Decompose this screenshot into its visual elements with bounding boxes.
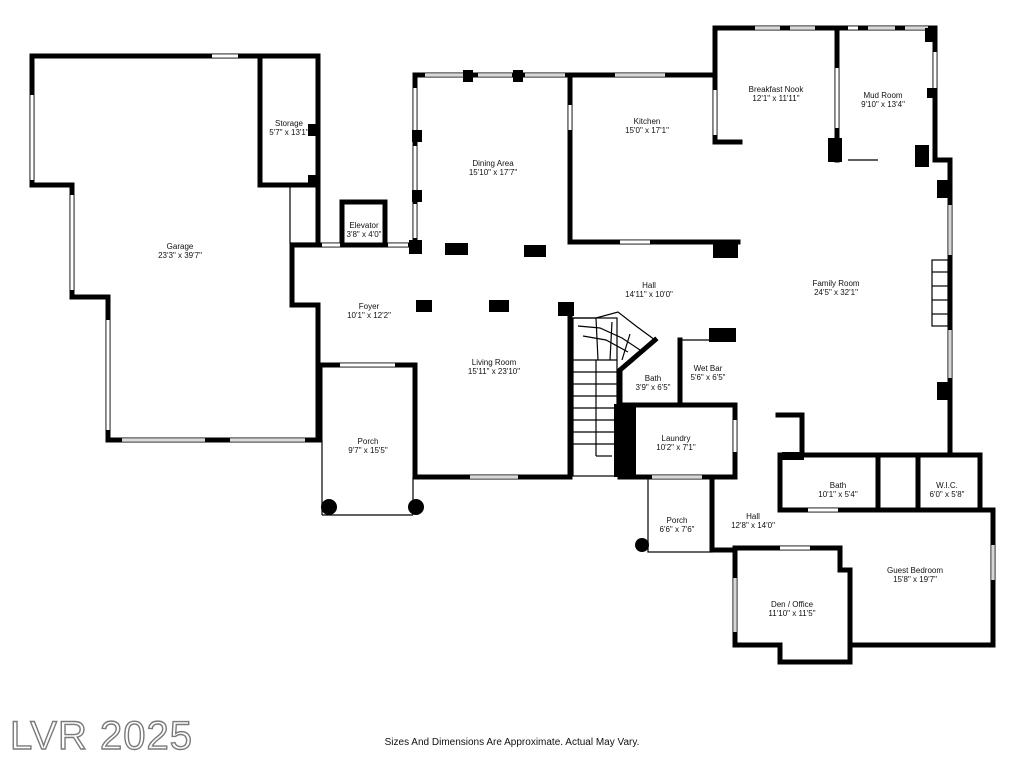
svg-text:9'10" x 13'4": 9'10" x 13'4" — [861, 100, 905, 109]
svg-text:Guest Bedroom: Guest Bedroom — [887, 566, 943, 575]
svg-text:10'1" x 12'2": 10'1" x 12'2" — [347, 311, 391, 320]
svg-text:Dining Area: Dining Area — [472, 159, 514, 168]
svg-text:5'7" x 13'1": 5'7" x 13'1" — [269, 128, 309, 137]
walls — [29, 25, 996, 665]
svg-text:3'9" x 6'5": 3'9" x 6'5" — [636, 383, 671, 392]
svg-text:Bath: Bath — [645, 374, 661, 383]
svg-text:Mud Room: Mud Room — [863, 91, 902, 100]
svg-text:Storage: Storage — [275, 119, 304, 128]
svg-text:Den / Office: Den / Office — [771, 600, 814, 609]
columns — [308, 28, 950, 552]
svg-text:Breakfast Nook: Breakfast Nook — [749, 85, 805, 94]
stair-wall — [614, 404, 636, 477]
svg-text:Porch: Porch — [358, 437, 379, 446]
room-wic: W.I.C.6'0" x 5'8" — [930, 481, 965, 499]
svg-text:3'8" x 4'0": 3'8" x 4'0" — [347, 230, 382, 239]
svg-text:12'1" x 11'11": 12'1" x 11'11" — [752, 94, 799, 103]
svg-text:15'0" x 17'1": 15'0" x 17'1" — [625, 126, 669, 135]
svg-text:Elevator: Elevator — [349, 221, 379, 230]
svg-text:15'10" x 17'7": 15'10" x 17'7" — [469, 168, 517, 177]
svg-text:9'7" x 15'5": 9'7" x 15'5" — [348, 446, 388, 455]
windows — [30, 26, 995, 632]
svg-text:10'2" x 7'1": 10'2" x 7'1" — [656, 443, 696, 452]
svg-text:Living Room: Living Room — [472, 358, 517, 367]
svg-text:Wet Bar: Wet Bar — [694, 364, 723, 373]
disclaimer-text: Sizes And Dimensions Are Approximate. Ac… — [384, 737, 640, 748]
staircase — [572, 311, 656, 477]
svg-text:15'8" x 19'7": 15'8" x 19'7" — [893, 575, 937, 584]
svg-text:12'8" x 14'0": 12'8" x 14'0" — [731, 521, 775, 530]
svg-text:Family Room: Family Room — [812, 279, 859, 288]
svg-text:Foyer: Foyer — [359, 302, 380, 311]
svg-text:23'3" x 39'7": 23'3" x 39'7" — [158, 251, 202, 260]
svg-text:15'11" x 23'10": 15'11" x 23'10" — [468, 367, 520, 376]
svg-text:Hall: Hall — [746, 512, 760, 521]
fireplace — [931, 259, 949, 327]
svg-text:Hall: Hall — [642, 281, 656, 290]
svg-text:24'5" x 32'1": 24'5" x 32'1" — [814, 288, 858, 297]
svg-text:Laundry: Laundry — [662, 434, 691, 443]
watermark-logo: LVR 2025 — [9, 713, 193, 758]
svg-text:Garage: Garage — [167, 242, 194, 251]
svg-text:11'10" x 11'5": 11'10" x 11'5" — [768, 609, 815, 618]
svg-text:6'6" x 7'6": 6'6" x 7'6" — [660, 525, 695, 534]
svg-text:6'0" x 5'8": 6'0" x 5'8" — [930, 490, 965, 499]
svg-text:Bath: Bath — [830, 481, 846, 490]
svg-text:5'6" x 6'5": 5'6" x 6'5" — [691, 373, 726, 382]
svg-text:Kitchen: Kitchen — [634, 117, 661, 126]
svg-text:W.I.C.: W.I.C. — [936, 481, 958, 490]
svg-text:Porch: Porch — [667, 516, 688, 525]
detail-lines — [289, 159, 949, 553]
svg-text:10'1" x 5'4": 10'1" x 5'4" — [818, 490, 858, 499]
svg-text:14'11" x 10'0": 14'11" x 10'0" — [625, 290, 673, 299]
